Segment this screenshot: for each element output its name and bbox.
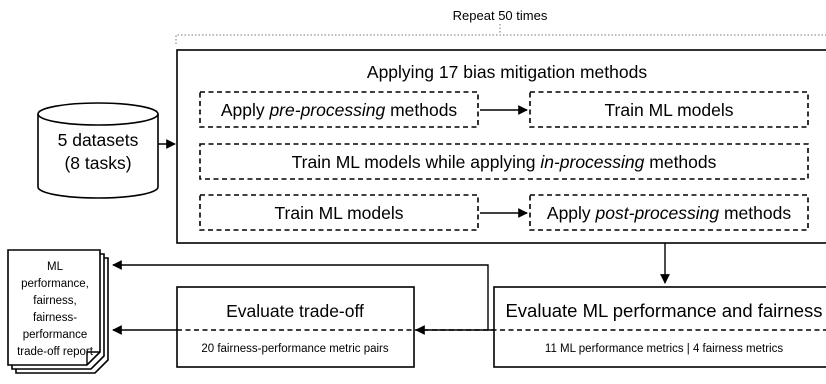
pre-processing-prefix: Apply [221, 100, 270, 120]
pre-processing-label: Apply pre-processing methods [221, 100, 458, 120]
evaluate-performance-box [493, 286, 826, 368]
post-processing-box [529, 194, 809, 231]
mitigation-title: Applying 17 bias mitigation methods [367, 62, 647, 82]
in-processing-suffix: methods [644, 152, 716, 172]
post-processing-prefix: Apply [547, 203, 596, 223]
train-bottom-box [199, 194, 479, 231]
report-line-5: performance [23, 329, 88, 341]
train-top-label: Train ML models [604, 100, 733, 120]
evaluate-performance-title: Evaluate ML performance and fairness [505, 300, 822, 321]
evaluate-performance-metrics: 11 ML performance metrics | 4 fairness m… [545, 343, 783, 355]
train-top-box [529, 91, 809, 128]
pre-processing-box [199, 91, 479, 128]
datasets-label: 5 datasets [58, 130, 139, 150]
report-document: ML performance, fairness, fairness- perf… [7, 249, 109, 374]
post-processing-label: Apply post-processing methods [547, 203, 791, 223]
report-line-6: trade-off report [17, 346, 94, 358]
train-bottom-label: Train ML models [274, 203, 403, 223]
report-line-2: performance, [21, 278, 89, 290]
report-line-1: ML [47, 261, 64, 273]
in-processing-label: Train ML models while applying in-proces… [292, 152, 717, 172]
repeat-bracket [175, 34, 826, 44]
pre-processing-emph: pre-processing [268, 100, 385, 120]
in-processing-box [199, 143, 809, 180]
evaluate-tradeoff-title: Evaluate trade-off [226, 301, 364, 321]
post-processing-emph: post-processing [595, 203, 720, 223]
pre-processing-suffix: methods [385, 100, 457, 120]
evaluate-tradeoff-box [176, 286, 415, 368]
tasks-label: (8 tasks) [64, 153, 131, 173]
repeat-label: Repeat 50 times [453, 8, 548, 23]
datasets-cylinder: 5 datasets (8 tasks) [37, 102, 159, 199]
performance-to-report-arrow [112, 260, 489, 330]
evaluate-tradeoff-metrics: 20 fairness-performance metric pairs [201, 343, 389, 355]
post-processing-suffix: methods [719, 203, 791, 223]
in-processing-emph: in-processing [540, 152, 644, 172]
report-line-4: fairness- [33, 312, 77, 324]
in-processing-prefix: Train ML models while applying [292, 152, 541, 172]
report-line-3: fairness, [33, 295, 76, 307]
